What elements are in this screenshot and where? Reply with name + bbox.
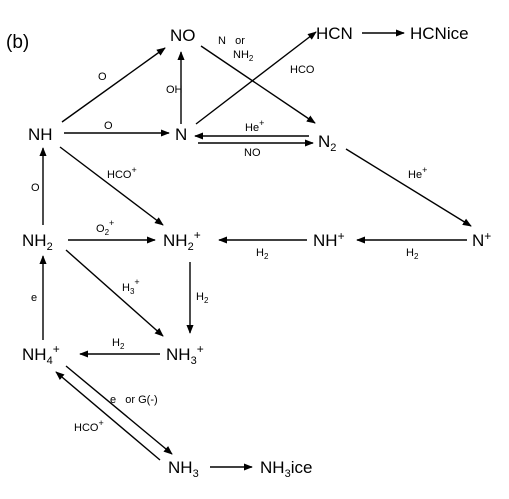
species-n: N xyxy=(175,125,187,144)
label-nh2-nh2plus-o2plus: O2+ xyxy=(96,218,114,237)
label-nh-nh2plus-hco: HCO xyxy=(107,169,132,181)
arrow-n-to-hcn xyxy=(195,31,317,125)
species-nh3-plus: NH3+ xyxy=(166,342,204,367)
label-nh-nh2plus-hcoplus: HCO+ xyxy=(107,165,137,181)
species-n-plus: N+ xyxy=(472,229,491,250)
nh3ice-symbol: NH xyxy=(260,458,285,477)
arrow-n2-to-nplus xyxy=(345,148,472,227)
species-n2: N2 xyxy=(318,132,336,154)
label-nh3plus-nh4plus-h: H xyxy=(112,337,120,349)
label-n2-nplus-he: He xyxy=(408,169,422,181)
species-nodes: NO HCN HCNice NH N N2 N+ NH2 NH2+ NH+ NH… xyxy=(22,24,491,480)
label-n2-nplus-he-charge: + xyxy=(422,165,427,175)
label-no-n2-nh2-symbol: NH xyxy=(233,49,249,61)
label-nh3-nh4plus-hco-charge: + xyxy=(98,418,103,428)
nh3-symbol: NH xyxy=(168,458,193,477)
label-nh4plus-nh3-e-or-g: e or G(-) xyxy=(110,394,158,406)
arrow-nh3-to-nh4plus xyxy=(55,371,161,461)
nh3-plus-symbol: NH xyxy=(166,345,191,364)
arrow-nh-to-nh2plus xyxy=(59,146,164,226)
label-n-no-oh: OH xyxy=(166,84,183,96)
panel-label: (b) xyxy=(6,32,29,53)
label-nh3plus-nh4plus-h-subscript: 2 xyxy=(120,342,125,351)
label-nplus-nhplus-h: H xyxy=(406,247,414,259)
reaction-arrows xyxy=(39,29,472,471)
species-no: NO xyxy=(170,26,196,45)
label-nh2-nh3plus-h-charge: + xyxy=(134,277,139,287)
arrow-nh2-to-nh3plus xyxy=(65,249,164,337)
label-nh2-nh3plus-h-subscript: 3 xyxy=(130,287,135,296)
arrow-no-to-n2 xyxy=(200,45,316,124)
label-n-n2-heplus: He+ xyxy=(245,118,264,134)
reactant-labels: O OH N or NH2 HCO O He+ NO He+ O HCO+ O2… xyxy=(31,35,427,434)
nh2-symbol: NH xyxy=(22,231,47,250)
n2-subscript: 2 xyxy=(330,142,336,154)
nh3ice-subscript: 3 xyxy=(285,468,291,480)
label-nh2-nh2plus-o: O xyxy=(96,223,105,235)
species-nh2: NH2 xyxy=(22,231,53,253)
species-hcn: HCN xyxy=(316,24,353,43)
label-nh2-nh-o: O xyxy=(31,182,40,194)
n-plus-charge: + xyxy=(484,229,491,243)
label-nh2plus-nh3plus-h: H xyxy=(196,291,204,303)
label-nh3-nh4plus-hcoplus: HCO+ xyxy=(74,418,104,434)
label-no-n2-nh2-subscript: 2 xyxy=(249,54,254,63)
nh2-plus-subscript: 2 xyxy=(188,241,194,253)
nh3-subscript: 3 xyxy=(193,468,199,480)
label-nh-nh2plus-hco-charge: + xyxy=(131,165,136,175)
species-hcnice: HCNice xyxy=(410,24,469,43)
nh2-plus-charge: + xyxy=(194,228,201,242)
label-nh2plus-nh3plus-h2: H2 xyxy=(196,291,209,305)
nh4-plus-charge: + xyxy=(53,342,60,356)
n-plus-symbol: N xyxy=(472,231,484,250)
label-nh3plus-nh4plus-h2: H2 xyxy=(112,337,125,351)
nh3-plus-subscript: 3 xyxy=(191,355,197,367)
nh-plus-charge: + xyxy=(338,229,345,243)
label-nhplus-nh2plus-h: H xyxy=(256,247,264,259)
label-n2-nplus-heplus: He+ xyxy=(408,165,427,181)
label-nh2plus-nh3plus-h-subscript: 2 xyxy=(204,296,209,305)
species-nh4-plus: NH4+ xyxy=(22,342,60,367)
label-nh2-nh3plus-h3plus: H3+ xyxy=(122,277,140,296)
label-nh-no-o: O xyxy=(98,71,107,83)
label-nhplus-nh2plus-h-subscript: 2 xyxy=(264,252,269,261)
label-no-n2-nh2: NH2 xyxy=(233,49,254,63)
species-nh: NH xyxy=(28,125,53,144)
label-nh-n-o: O xyxy=(104,120,113,132)
label-nplus-nhplus-h-subscript: 2 xyxy=(414,252,419,261)
label-n-n2-he-charge: + xyxy=(259,118,264,128)
nh2-plus-symbol: NH xyxy=(163,231,188,250)
label-n2-n-no: NO xyxy=(244,147,261,159)
arrow-nh-to-no xyxy=(61,47,166,123)
nh4-plus-symbol: NH xyxy=(22,345,47,364)
species-nh3ice: NH3ice xyxy=(260,458,312,480)
nh2-subscript: 2 xyxy=(47,241,53,253)
species-nh3: NH3 xyxy=(168,458,199,480)
nh3ice-suffix: ice xyxy=(291,458,313,477)
label-n-n2-he: He xyxy=(245,122,259,134)
label-nh2-nh2plus-o-subscript: 2 xyxy=(105,228,110,237)
label-nh2-nh3plus-h: H xyxy=(122,282,130,294)
arrow-nh4plus-to-nh3 xyxy=(65,365,173,455)
nh4-plus-subscript: 4 xyxy=(47,355,53,367)
n2-symbol: N xyxy=(318,132,330,151)
label-n-hcn-hco: HCO xyxy=(290,64,315,76)
label-nh4plus-nh2-e: e xyxy=(31,292,37,304)
label-no-n2-n-or: N or xyxy=(218,35,245,47)
label-nh3-nh4plus-hco: HCO xyxy=(74,422,99,434)
label-nplus-nhplus-h2: H2 xyxy=(406,247,419,261)
nh3-plus-charge: + xyxy=(197,342,204,356)
nh-plus-symbol: NH xyxy=(313,231,338,250)
label-nhplus-nh2plus-h2: H2 xyxy=(256,247,269,261)
species-nh-plus: NH+ xyxy=(313,229,345,250)
label-nh2-nh2plus-o-charge: + xyxy=(109,218,114,228)
species-nh2-plus: NH2+ xyxy=(163,228,201,253)
